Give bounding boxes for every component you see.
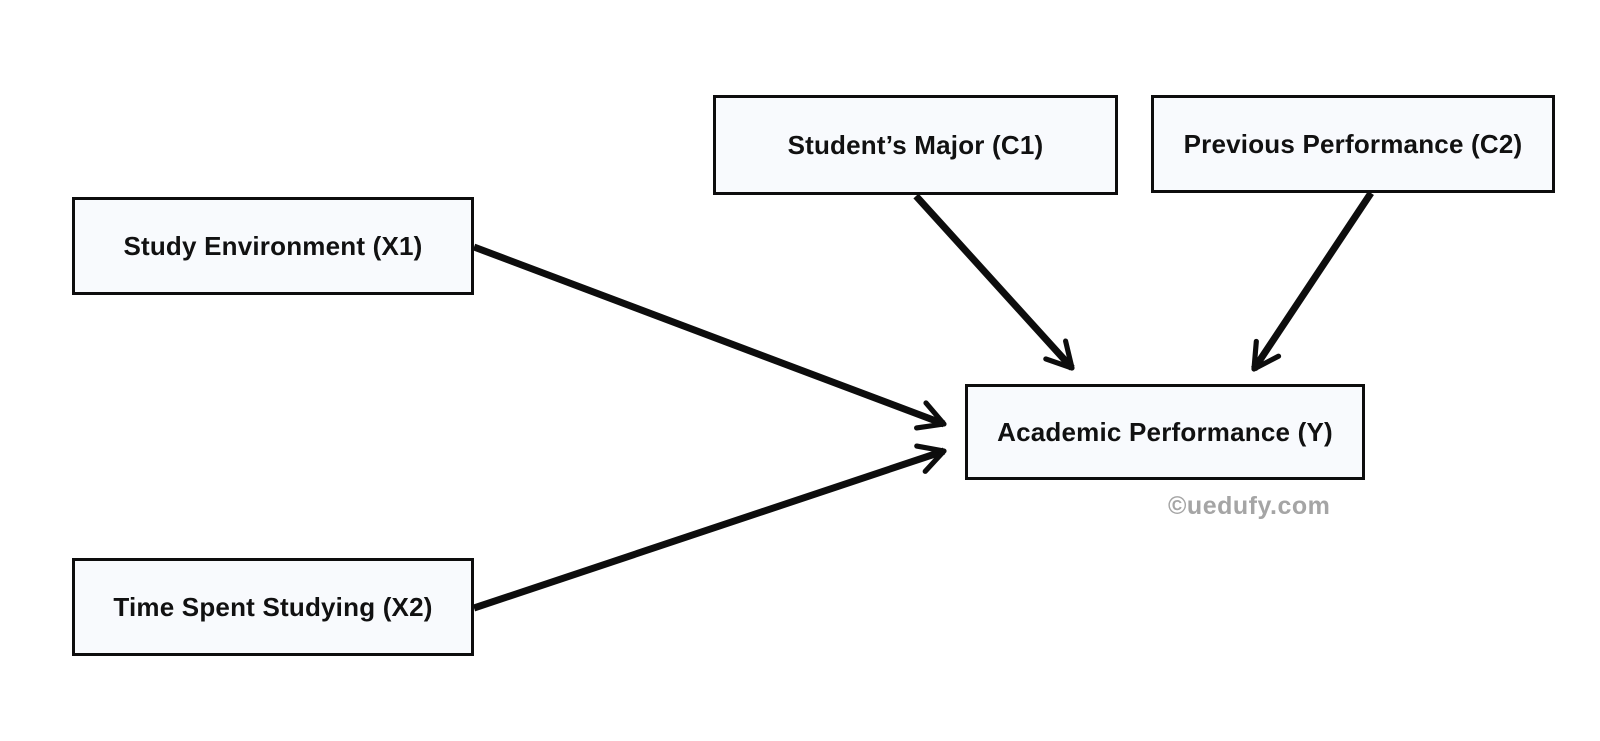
node-label: Time Spent Studying (X2) bbox=[113, 591, 433, 622]
node-label: Student’s Major (C1) bbox=[787, 129, 1044, 160]
arrow-x2-to-y bbox=[472, 443, 947, 612]
node-study-environment-x1: Study Environment (X1) bbox=[72, 197, 474, 295]
node-students-major-c1: Student’s Major (C1) bbox=[713, 95, 1118, 195]
arrow-c2-to-y bbox=[1251, 191, 1374, 372]
node-label: Study Environment (X1) bbox=[123, 230, 423, 261]
arrow-c1-to-y bbox=[913, 193, 1075, 371]
node-academic-performance-y: Academic Performance (Y) bbox=[965, 384, 1365, 480]
arrow-x1-to-y bbox=[472, 243, 947, 431]
node-previous-performance-c2: Previous Performance (C2) bbox=[1151, 95, 1555, 193]
watermark: ©uedufy.com bbox=[1168, 492, 1331, 520]
node-label: Academic Performance (Y) bbox=[997, 416, 1333, 447]
node-label: Previous Performance (C2) bbox=[1183, 128, 1523, 159]
node-time-spent-studying-x2: Time Spent Studying (X2) bbox=[72, 558, 474, 656]
